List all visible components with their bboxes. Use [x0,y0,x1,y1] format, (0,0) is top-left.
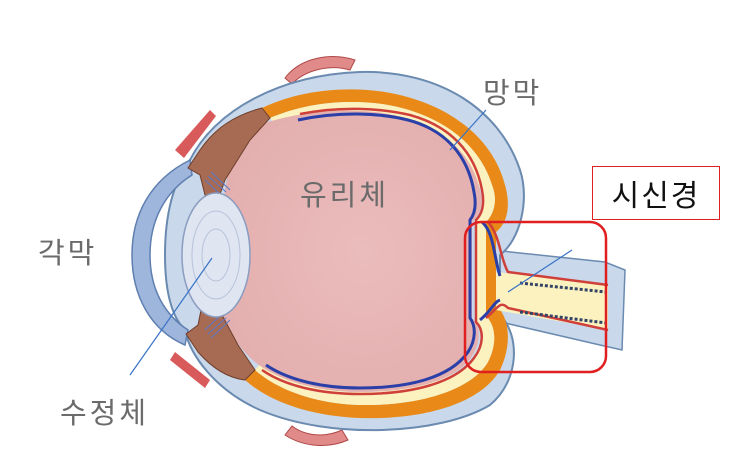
retina-pointer [449,109,487,151]
optic-nerve-label: 시신경 [611,179,701,214]
zonule-fibers [204,171,231,339]
retina-blue-line [265,112,477,390]
optic-nerve-red-bottom [485,303,609,332]
pointer-lines [129,109,573,376]
optic-nerve-pointer [507,249,573,293]
lens-rings [191,210,241,300]
lens-pointer [129,257,213,376]
lower-lid-muscle [170,352,210,388]
upper-muscle [284,56,356,85]
upper-lid-muscle [175,110,216,158]
vitreous-label: 유리체 [300,178,390,212]
retina-red-line [261,107,485,396]
lens-label: 수정체 [60,396,150,430]
cornea-label: 각막 [38,236,98,270]
vitreous-body [218,110,482,392]
optic-nerve-red-top [487,221,609,287]
lower-muscle [284,425,349,446]
optic-nerve-blue-bottom [479,298,501,322]
retina-label: 망막 [483,76,543,110]
cornea [131,158,193,347]
optic-nerve-blue-top [480,220,502,277]
choroid [245,89,508,419]
optic-nerve-vessels [519,281,607,325]
optic-disc-highlight [463,220,608,374]
optic-nerve-callout: 시신경 [592,166,720,220]
optic-nerve [496,272,608,330]
